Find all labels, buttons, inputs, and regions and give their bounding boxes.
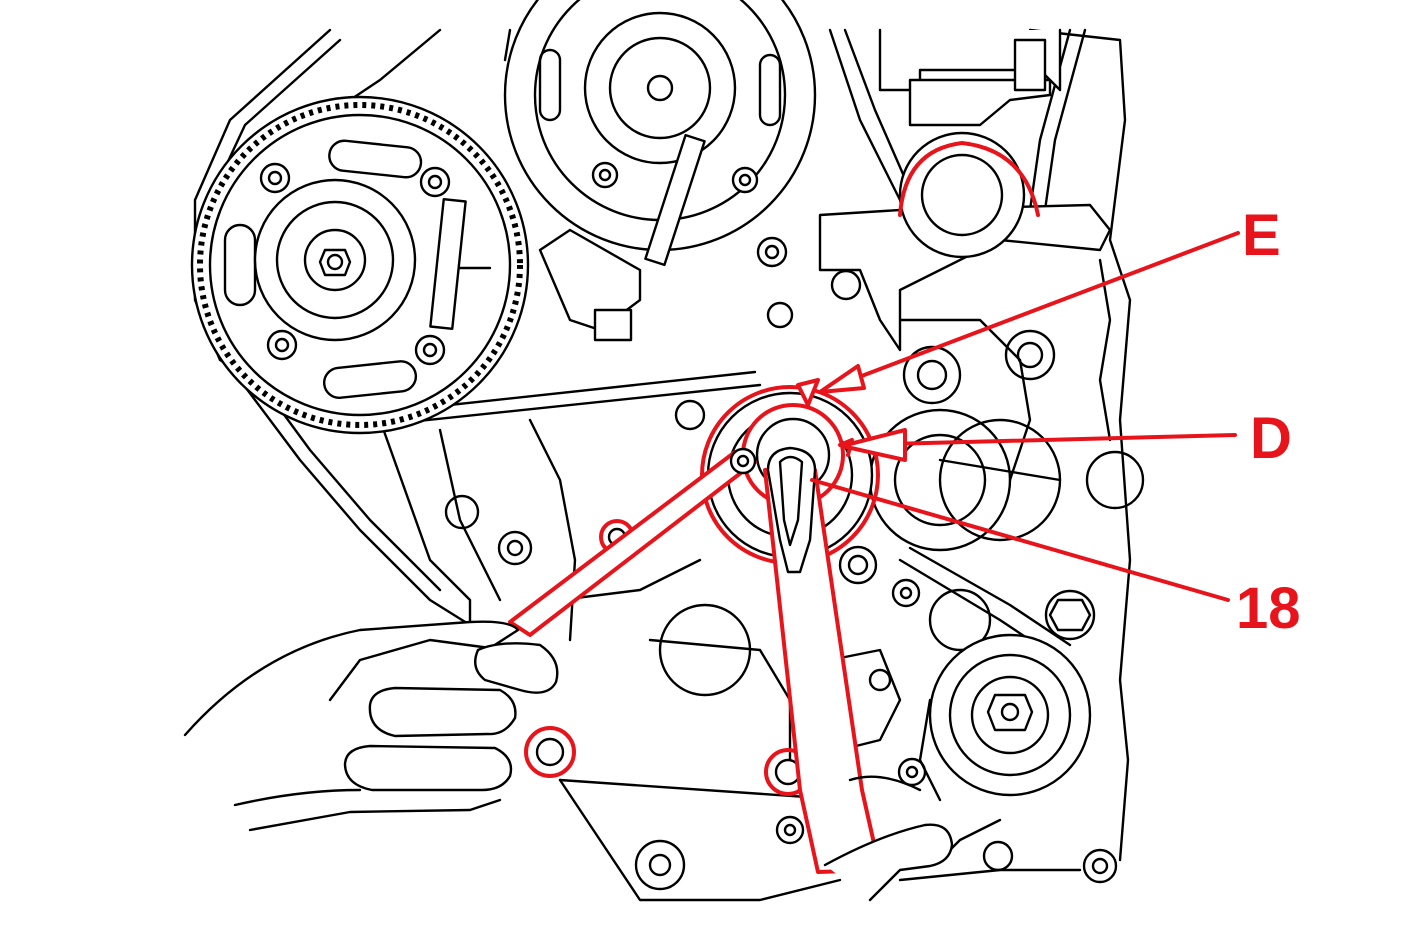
- callout-18-label: 18: [1236, 576, 1301, 641]
- callout-18-leader: [810, 478, 1230, 602]
- callout-d-arrowhead: [840, 428, 907, 462]
- camshaft-sprocket: [190, 95, 530, 435]
- left-hand: [183, 620, 559, 832]
- torque-wrench-tool: [763, 446, 882, 874]
- highlighted-bolts: [524, 141, 1040, 796]
- tensioner-index-pointer: [796, 378, 820, 407]
- callout-e: E: [818, 203, 1281, 394]
- callout-e-leader: [828, 231, 1240, 390]
- upper-center-pulley: [503, 0, 817, 342]
- callout-e-arrowhead: [818, 364, 866, 394]
- sprocket-bolt: [259, 162, 451, 366]
- hex-key-tool: [508, 447, 757, 637]
- callout-d: D: [840, 406, 1292, 471]
- upper-right-bracket: [818, 28, 1112, 352]
- right-hand: [823, 775, 954, 902]
- callout-18: 18: [810, 478, 1301, 641]
- callout-d-label: D: [1250, 406, 1292, 471]
- tensioner-index-mark: [838, 438, 854, 457]
- block-holes: [444, 236, 1145, 891]
- callout-d-leader: [848, 433, 1237, 447]
- idler-pulley: [918, 633, 1092, 802]
- callout-e-label: E: [1242, 203, 1281, 268]
